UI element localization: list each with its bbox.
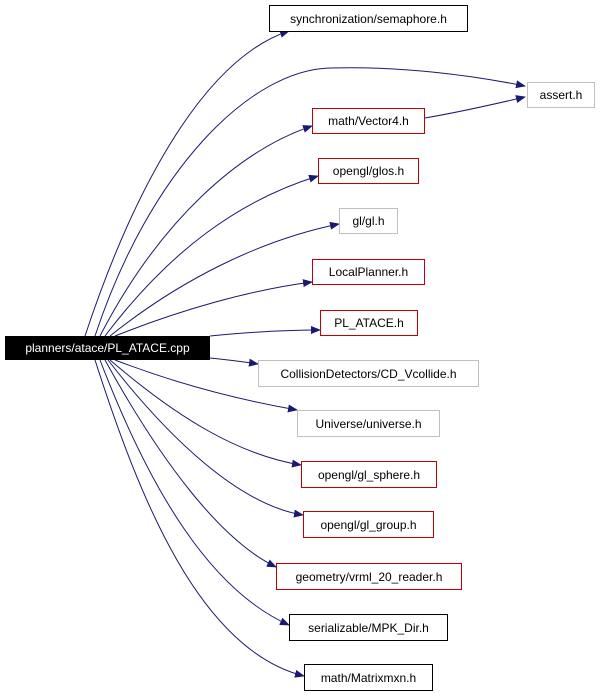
edge-source-to-localplanner xyxy=(114,279,313,337)
edge-source-to-glgroup xyxy=(107,359,304,518)
edge-source-to-vrml xyxy=(104,359,277,568)
node-math-matrixmxn-h[interactable]: math/Matrixmxn.h xyxy=(304,664,433,691)
edge-source-to-cdvcollide xyxy=(209,357,259,367)
source-node-pl-atace-cpp: planners/atace/PL_ATACE.cpp xyxy=(5,336,210,360)
node-synchronization-semaphore-h[interactable]: synchronization/semaphore.h xyxy=(269,5,468,32)
node-geometry-vrml-20-reader-h[interactable]: geometry/vrml_20_reader.h xyxy=(276,563,462,590)
node-opengl-glos-h[interactable]: opengl/glos.h xyxy=(318,158,419,184)
dependency-edges xyxy=(84,29,526,678)
edge-source-to-assert xyxy=(94,67,526,337)
node-math-vector4-h[interactable]: math/Vector4.h xyxy=(312,108,425,134)
edge-vector4-to-assert xyxy=(424,95,526,119)
edge-source-to-vector4 xyxy=(99,125,313,337)
edge-source-to-sync xyxy=(84,29,290,337)
node-assert-h[interactable]: assert.h xyxy=(527,82,595,108)
edge-source-to-glos xyxy=(104,174,319,337)
edge-source-to-universe xyxy=(114,359,298,413)
node-collisiondetectors-cd-vcollide-h[interactable]: CollisionDetectors/CD_Vcollide.h xyxy=(258,360,479,387)
node-opengl-gl-sphere-h[interactable]: opengl/gl_sphere.h xyxy=(301,461,437,488)
node-serializable-mpk-dir-h[interactable]: serializable/MPK_Dir.h xyxy=(289,614,448,641)
node-pl-atace-h[interactable]: PL_ATACE.h xyxy=(320,310,418,336)
edge-source-to-platace xyxy=(209,326,321,337)
edge-source-to-mpkdir xyxy=(99,359,290,626)
node-gl-gl-h[interactable]: gl/gl.h xyxy=(339,208,398,234)
node-localplanner-h[interactable]: LocalPlanner.h xyxy=(312,259,425,285)
edge-source-to-glsphere xyxy=(109,359,302,468)
edge-source-to-gl xyxy=(109,221,340,337)
node-opengl-gl-group-h[interactable]: opengl/gl_group.h xyxy=(303,511,434,538)
node-universe-universe-h[interactable]: Universe/universe.h xyxy=(297,410,440,437)
edge-source-to-matrixmxn xyxy=(94,359,305,678)
